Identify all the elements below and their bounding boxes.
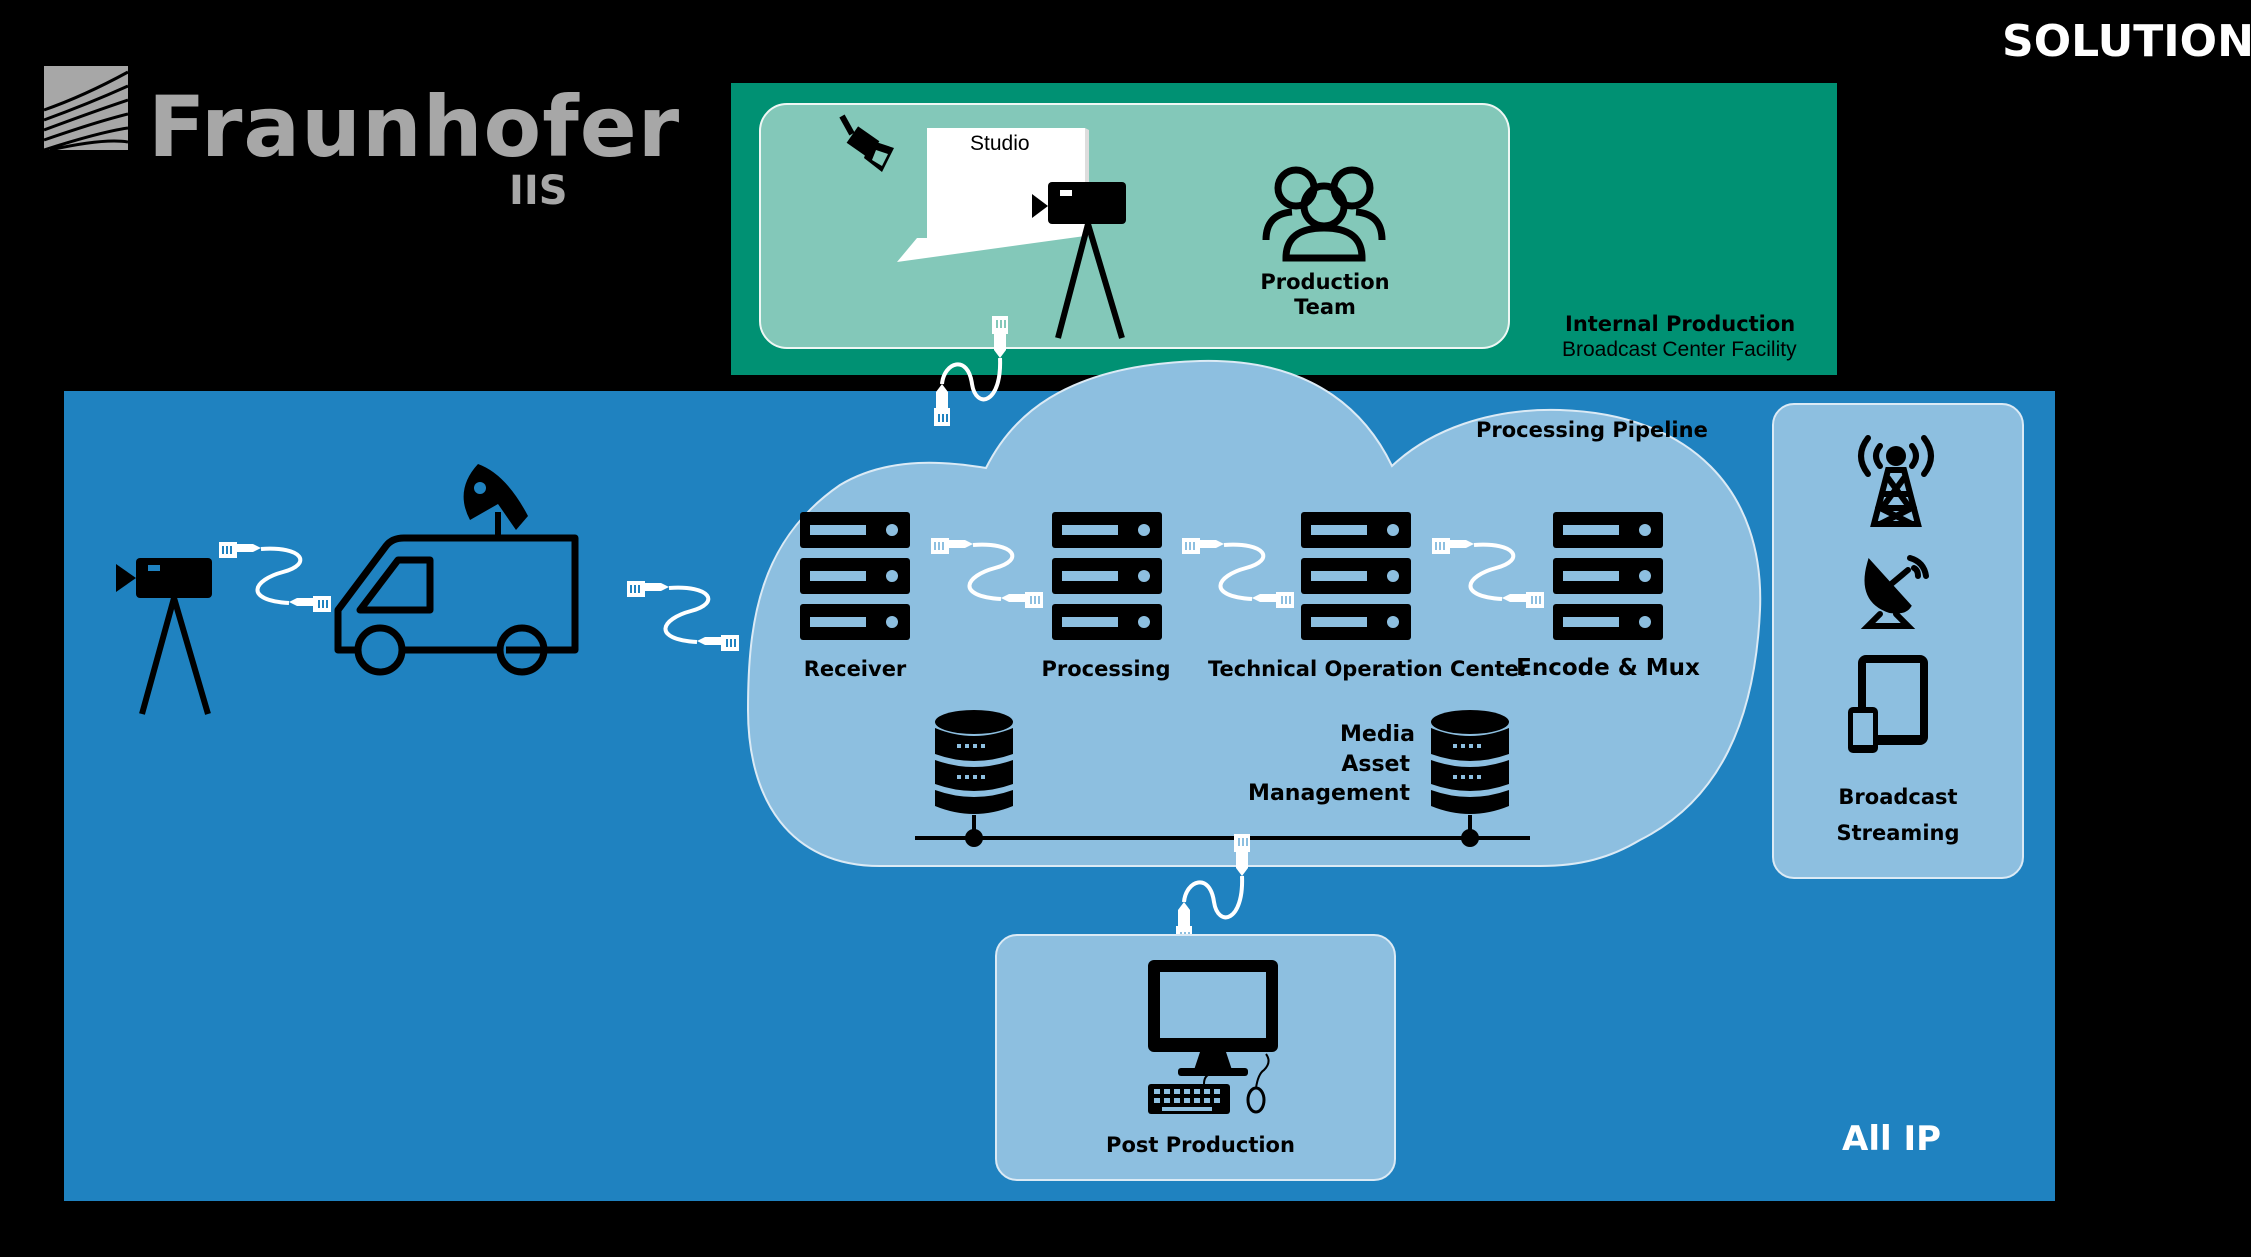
satellite-dish-icon: [1860, 555, 1929, 629]
field-camera-icon: [116, 558, 212, 715]
mam-label-2: Asset: [1341, 752, 1410, 777]
internal-production-subtitle: Broadcast Center Facility: [1562, 338, 1797, 361]
ob-van-icon: [334, 464, 579, 676]
database-icon: [935, 710, 1013, 814]
internal-production-title: Internal Production: [1565, 312, 1796, 336]
ethernet-cable-icon: [1182, 538, 1294, 608]
processing-server-icon: [1052, 512, 1162, 640]
receiver-server-icon: [800, 512, 910, 640]
production-team-label-1: Production: [1260, 270, 1390, 294]
all-ip-label: All IP: [1842, 1119, 1942, 1159]
technical-operation-center-server-icon: [1301, 512, 1411, 640]
streaming-label: Streaming: [1836, 821, 1960, 845]
stage-label-processing: Processing: [1041, 657, 1171, 681]
ethernet-cable-icon: [219, 542, 331, 612]
workstation-computer-icon: [1148, 960, 1278, 1114]
encode-mux-server-icon: [1553, 512, 1663, 640]
media-asset-database-icon: [1431, 710, 1509, 814]
production-team-icon: [1262, 166, 1386, 262]
mobile-devices-icon: [1848, 655, 1928, 753]
ethernet-cable-icon: [1432, 538, 1544, 608]
stage-label-toc: Technical Operation Center: [1208, 657, 1530, 681]
stage-label-encode-mux: Encode & Mux: [1516, 655, 1700, 681]
ethernet-cable-icon: [934, 316, 1008, 426]
studio-camera-icon: [1032, 182, 1126, 339]
logo-wordmark: Fraunhofer: [148, 78, 681, 176]
pipeline-title: Processing Pipeline: [1476, 418, 1708, 442]
studio-light-icon: [839, 114, 894, 172]
logo-subtitle: IIS: [509, 168, 568, 214]
studio-box: [759, 103, 1510, 349]
stage-label-receiver: Receiver: [803, 657, 907, 681]
post-production-label: Post Production: [1106, 1133, 1295, 1157]
mam-label-3: Management: [1248, 781, 1410, 806]
ethernet-cable-icon: [931, 538, 1043, 608]
slide-tag: SOLUTION: [2002, 16, 2251, 67]
production-team-label-2: Team: [1294, 295, 1356, 319]
mam-label-1: Media: [1340, 722, 1415, 747]
fraunhofer-logo-icon: [43, 66, 129, 152]
ethernet-cable-icon: [627, 581, 739, 651]
ethernet-cable-icon: [1176, 834, 1250, 944]
studio-label: Studio: [970, 132, 1030, 155]
broadcast-tower-icon: [1858, 435, 1934, 527]
broadcast-label: Broadcast: [1838, 785, 1958, 809]
